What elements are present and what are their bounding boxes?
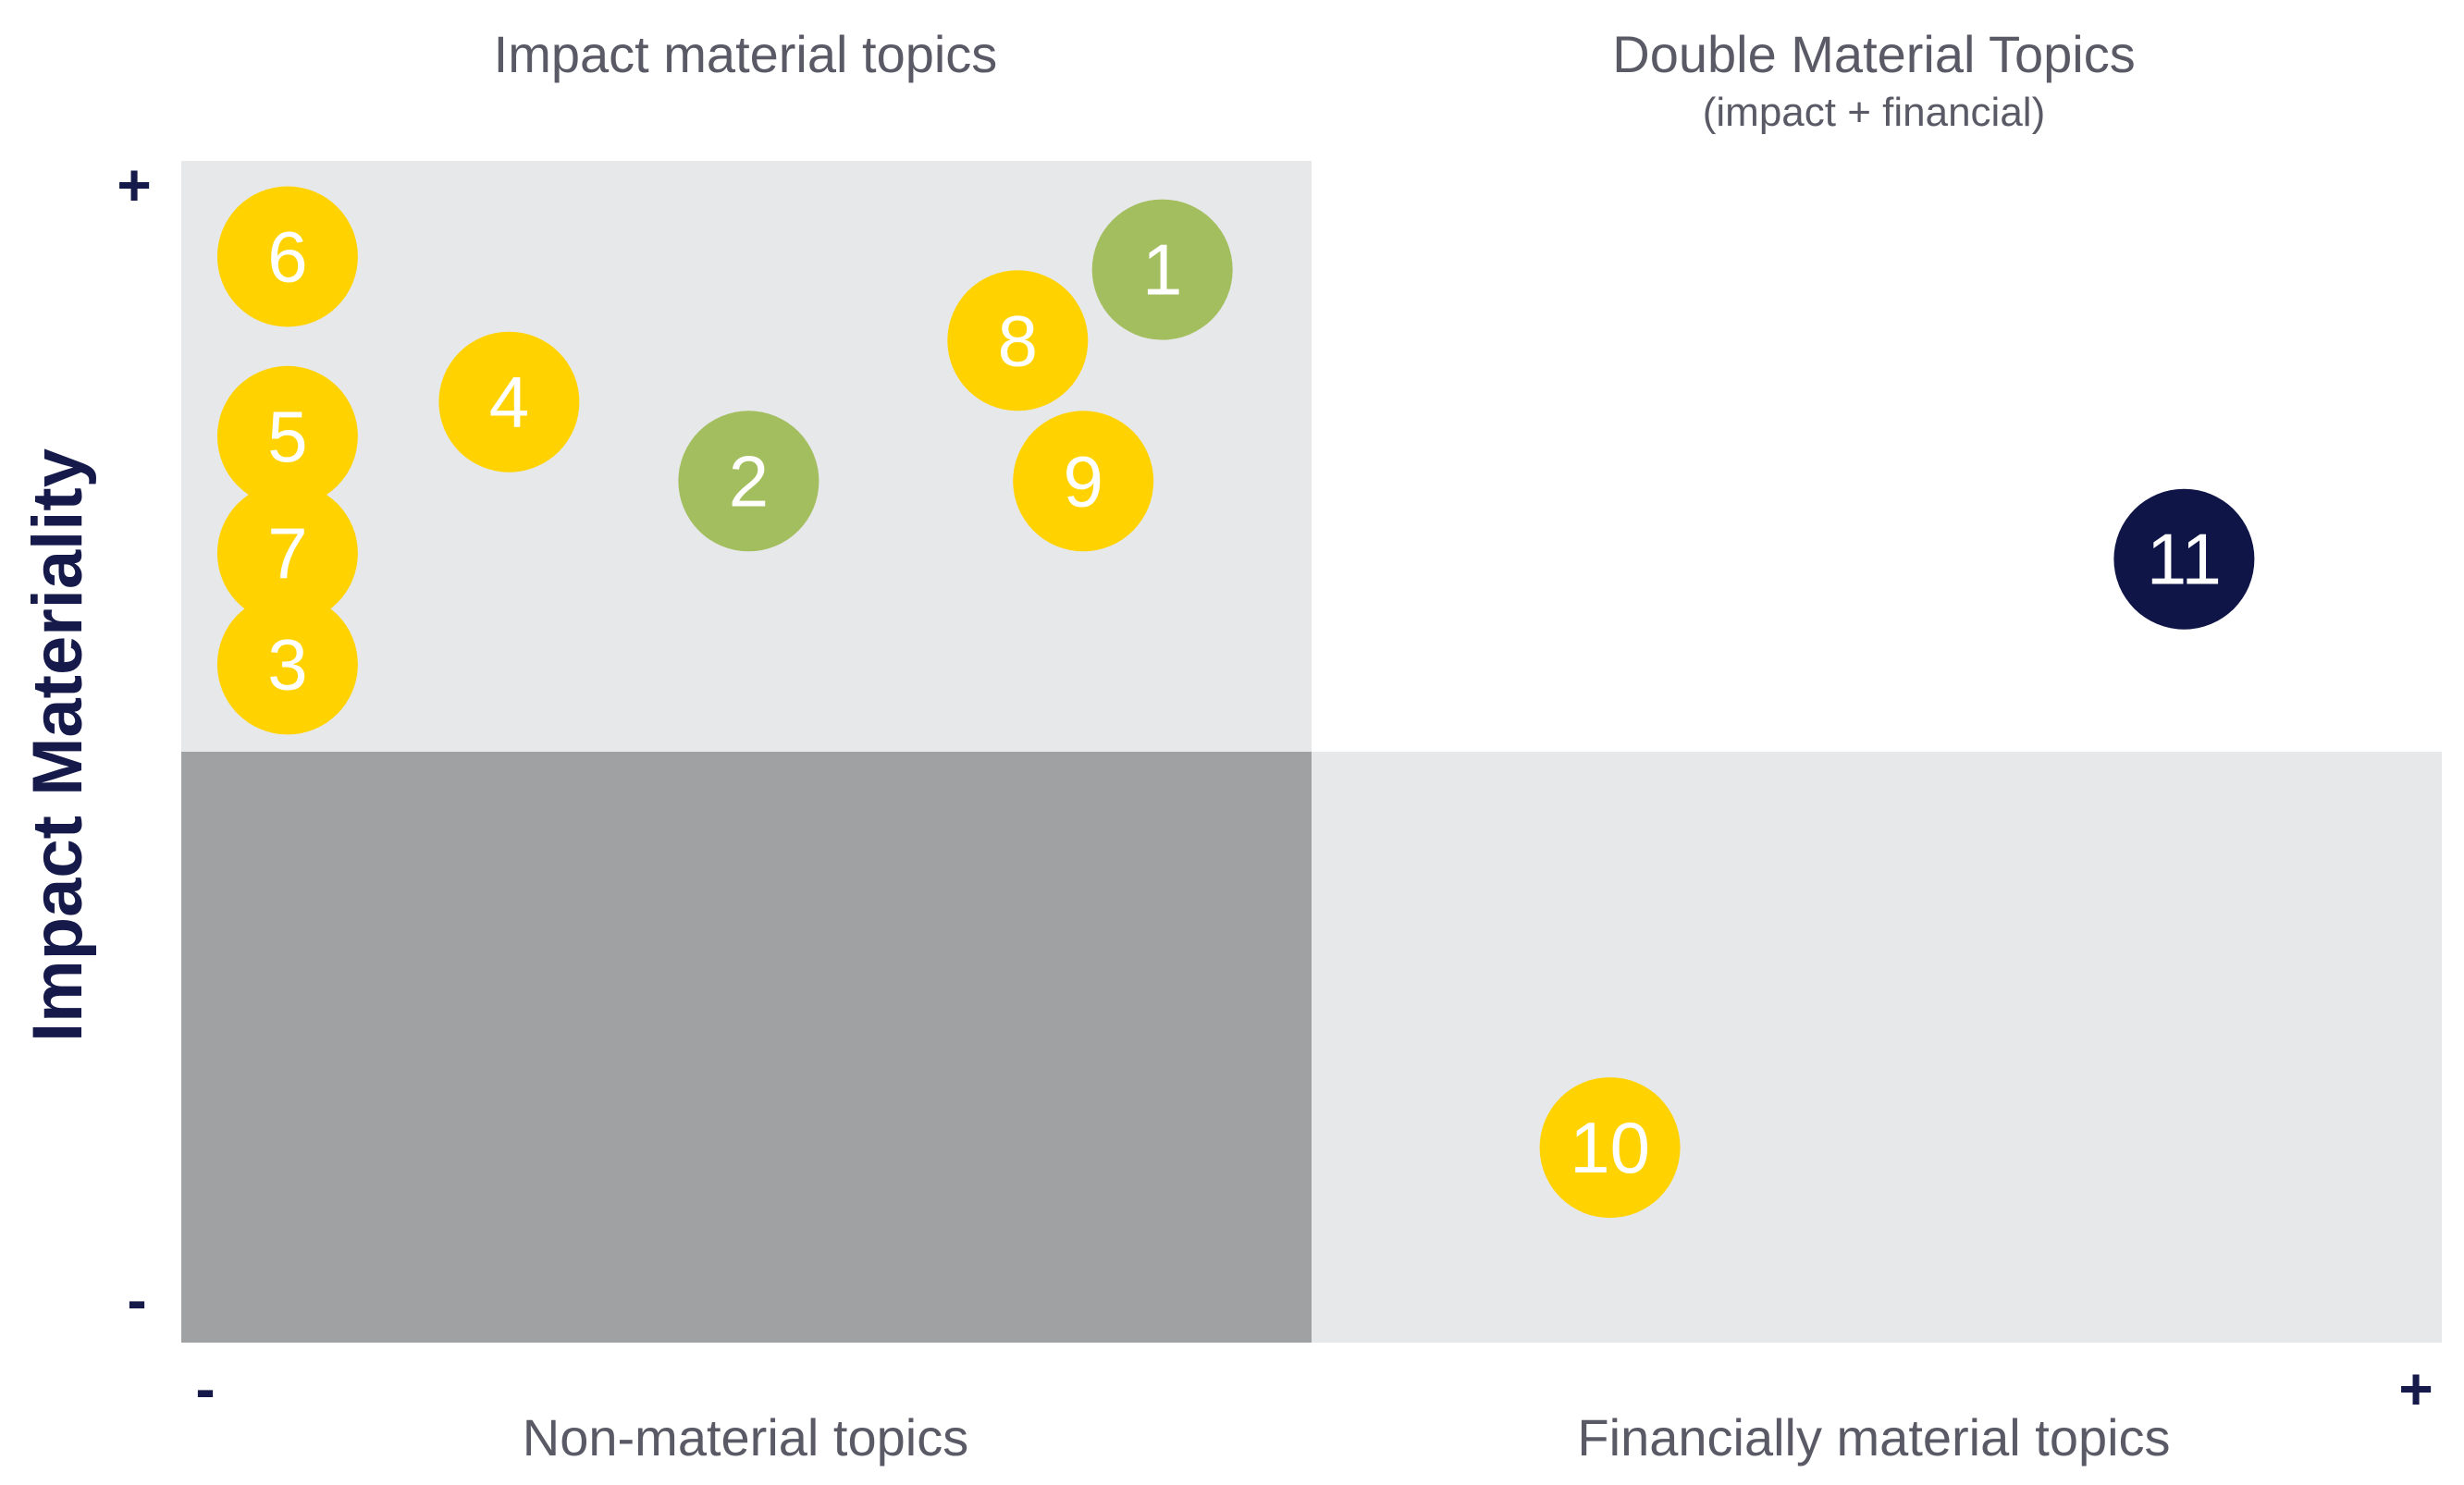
x-axis-low-sign: - (195, 1356, 215, 1422)
topic-bubble-label: 10 (1570, 1107, 1650, 1188)
topic-bubble-circle (1539, 1077, 1681, 1219)
topic-bubble-9: 9 (1013, 411, 1154, 552)
topic-bubble-circle (947, 270, 1089, 411)
topic-bubble-label: 8 (998, 300, 1038, 381)
topic-bubble-circle (216, 594, 358, 735)
topic-bubble-1: 1 (1091, 199, 1233, 340)
quadrant-label-bottom-left: Non-material topics (523, 1408, 968, 1467)
x-axis-high-sign: + (2398, 1356, 2433, 1422)
topic-bubble-circle (216, 365, 358, 507)
quadrant-double-material (1312, 161, 2442, 752)
topic-bubble-label: 1 (1142, 229, 1182, 311)
topic-bubble-label: 3 (267, 623, 307, 705)
topic-bubble-label: 2 (729, 440, 769, 522)
topic-bubble-7: 7 (216, 483, 358, 624)
topic-bubble-label: 11 (2147, 519, 2222, 600)
topic-bubble-2: 2 (678, 411, 819, 552)
y-axis-title: Impact Materiality (18, 448, 97, 1042)
topic-bubble-circle (216, 186, 358, 327)
topic-bubble-10: 10 (1539, 1077, 1681, 1219)
topic-bubble-label: 7 (267, 512, 307, 594)
topic-bubble-circle (438, 331, 580, 472)
quadrant-sublabel-top-right: (impact + financial) (1703, 90, 2045, 135)
topic-bubble-label: 5 (267, 396, 307, 477)
quadrant-label-top-left: Impact material topics (494, 25, 998, 83)
topic-bubble-circle (2113, 488, 2255, 630)
topic-bubble-8: 8 (947, 270, 1089, 411)
topic-bubble-11: 11 (2113, 488, 2255, 630)
topic-bubble-label: 9 (1064, 440, 1103, 522)
topic-bubble-3: 3 (216, 594, 358, 735)
topic-bubble-4: 4 (438, 331, 580, 472)
topic-bubble-circle (216, 483, 358, 624)
topic-bubble-label: 4 (489, 362, 529, 443)
topic-bubble-circle (678, 411, 819, 552)
topic-bubbles: 1 2 3 4 5 6 7 89 10 11 (216, 186, 2255, 1219)
quadrant-financially-material (1312, 752, 2442, 1343)
topic-bubble-5: 5 (216, 365, 358, 507)
topic-bubble-circle (1091, 199, 1233, 340)
topic-bubble-6: 6 (216, 186, 358, 327)
y-axis-high-sign: + (117, 152, 151, 218)
quadrant-label-top-right: Double Material Topics (1612, 25, 2135, 83)
y-axis-low-sign: - (127, 1267, 146, 1333)
quadrant-label-bottom-right: Financially material topics (1577, 1408, 2170, 1467)
topic-bubble-circle (1013, 411, 1154, 552)
quadrant-non-material (181, 752, 1312, 1343)
topic-bubble-label: 6 (267, 216, 307, 298)
